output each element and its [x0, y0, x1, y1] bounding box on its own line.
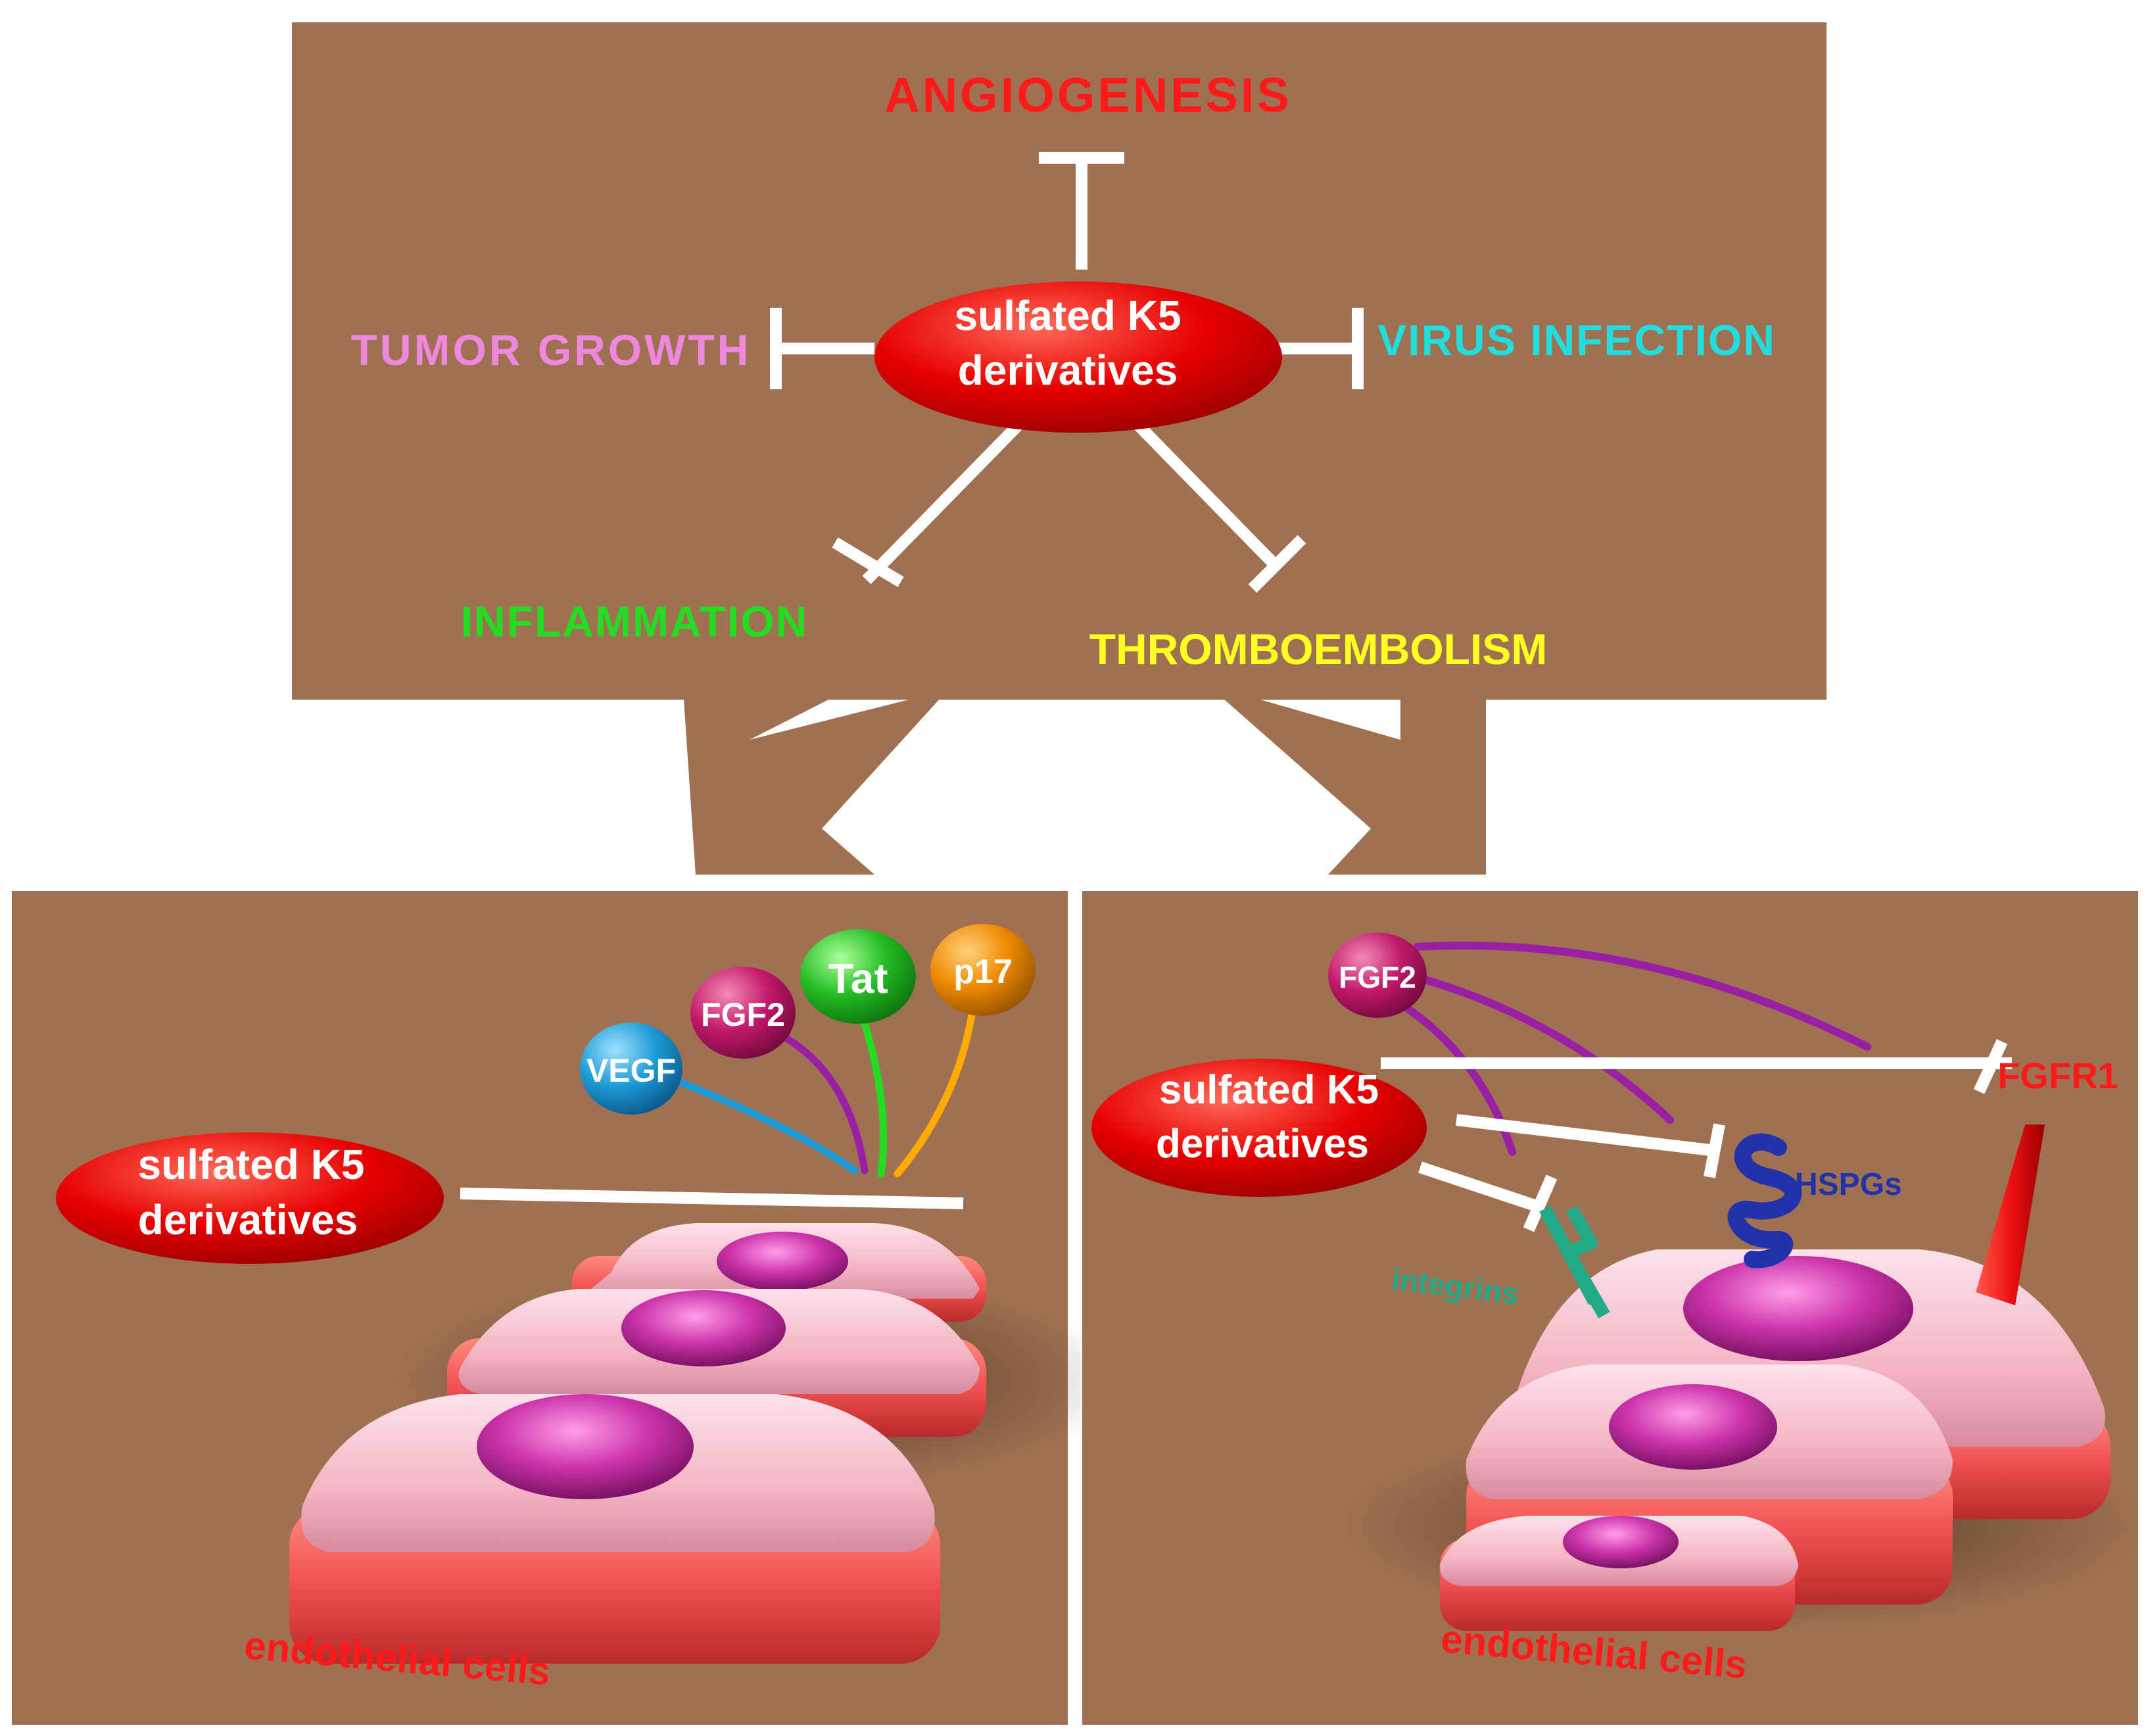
fgf2-label: FGF2	[701, 996, 785, 1033]
vegf-label: VEGF	[586, 1052, 676, 1089]
left-endothelial-cells	[289, 1223, 1124, 1664]
tumor-growth-label: TUMOR GROWTH	[351, 326, 752, 374]
fgfr1-receptor	[1976, 1124, 2045, 1305]
nucleus	[477, 1394, 694, 1499]
nucleus	[1683, 1256, 1913, 1361]
left-cell-front	[289, 1394, 940, 1664]
fgf2-ball	[690, 967, 796, 1059]
right-inhibitors	[1381, 1039, 2012, 1232]
left-k5-line2: derivatives	[138, 1196, 358, 1243]
inflammation-label: INFLAMMATION	[461, 597, 809, 646]
nucleus	[1609, 1384, 1777, 1470]
hspg-icon	[1727, 1133, 1802, 1268]
p17-label: p17	[953, 953, 1013, 991]
integrin-icon	[1539, 1205, 1610, 1319]
top-inhibitors	[770, 152, 1364, 593]
virus-infection-label: VIRUS INFECTION	[1377, 316, 1776, 364]
left-ligand-stalks	[667, 1002, 977, 1178]
thromboembolism-label: THROMBOEMBOLISM	[1089, 625, 1548, 673]
top-k5-line2: derivatives	[958, 347, 1178, 394]
left-inhibitor-line	[460, 1188, 964, 1209]
nucleus	[621, 1290, 786, 1366]
right-k5-line1: sulfated K5	[1159, 1067, 1379, 1113]
left-k5-ellipse	[56, 1132, 444, 1264]
left-k5-line1: sulfated K5	[138, 1141, 365, 1188]
top-k5-line1: sulfated K5	[955, 292, 1182, 339]
right-k5-ellipse	[1091, 1059, 1427, 1197]
right-fgf2-label: FGF2	[1339, 960, 1416, 994]
right-endothelial-cells	[1335, 1249, 2150, 1631]
right-k5-line2: derivatives	[1156, 1121, 1369, 1167]
hspgs-label: HSPGs	[1795, 1167, 1902, 1202]
vegf-ball	[580, 1023, 682, 1115]
angiogenesis-label: ANGIOGENESIS	[884, 68, 1292, 122]
nucleus	[1563, 1516, 1679, 1568]
arrow-down-right	[1223, 698, 1486, 875]
right-fgf2-ball	[1328, 932, 1427, 1018]
nucleus	[717, 1232, 848, 1291]
right-cell-front	[1439, 1516, 1798, 1631]
tat-ball	[800, 929, 916, 1024]
fgfr1-label: FGFR1	[1997, 1055, 2118, 1096]
arrow-down-left	[684, 698, 940, 875]
top-k5-ellipse	[874, 281, 1282, 433]
left-cell-middle	[447, 1289, 986, 1437]
tat-label: Tat	[828, 955, 888, 1002]
p17-ball	[930, 924, 1036, 1016]
